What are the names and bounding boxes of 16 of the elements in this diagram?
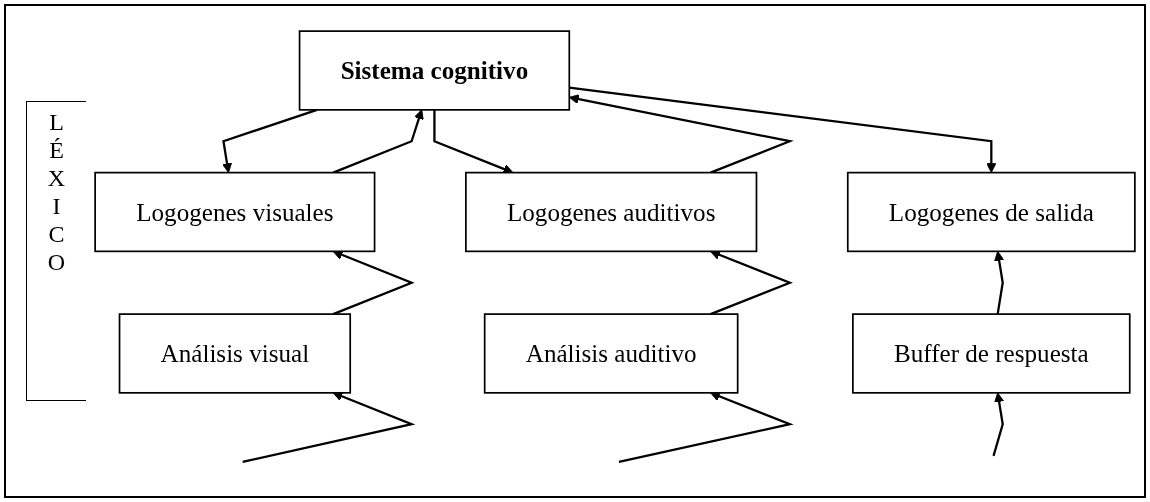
node-box: Logogenes auditivos [465, 171, 758, 252]
node-box: Análisis auditivo [483, 312, 739, 394]
arrow [994, 250, 1005, 314]
arrow [433, 109, 514, 174]
arrow [992, 392, 1005, 456]
node-box: Buffer de respuesta [852, 312, 1131, 394]
node-box: Análisis visual [118, 312, 352, 394]
arrow [242, 391, 416, 463]
node-box: Sistema cognitivo [298, 29, 571, 111]
arrow [618, 391, 794, 463]
arrow [332, 109, 424, 174]
arrow [569, 86, 997, 173]
node-box: Logogenes de salida [846, 171, 1136, 252]
node-box: Logogenes visuales [94, 171, 376, 252]
arrow [222, 108, 318, 173]
vertical-label: LÉXICO [46, 108, 67, 276]
